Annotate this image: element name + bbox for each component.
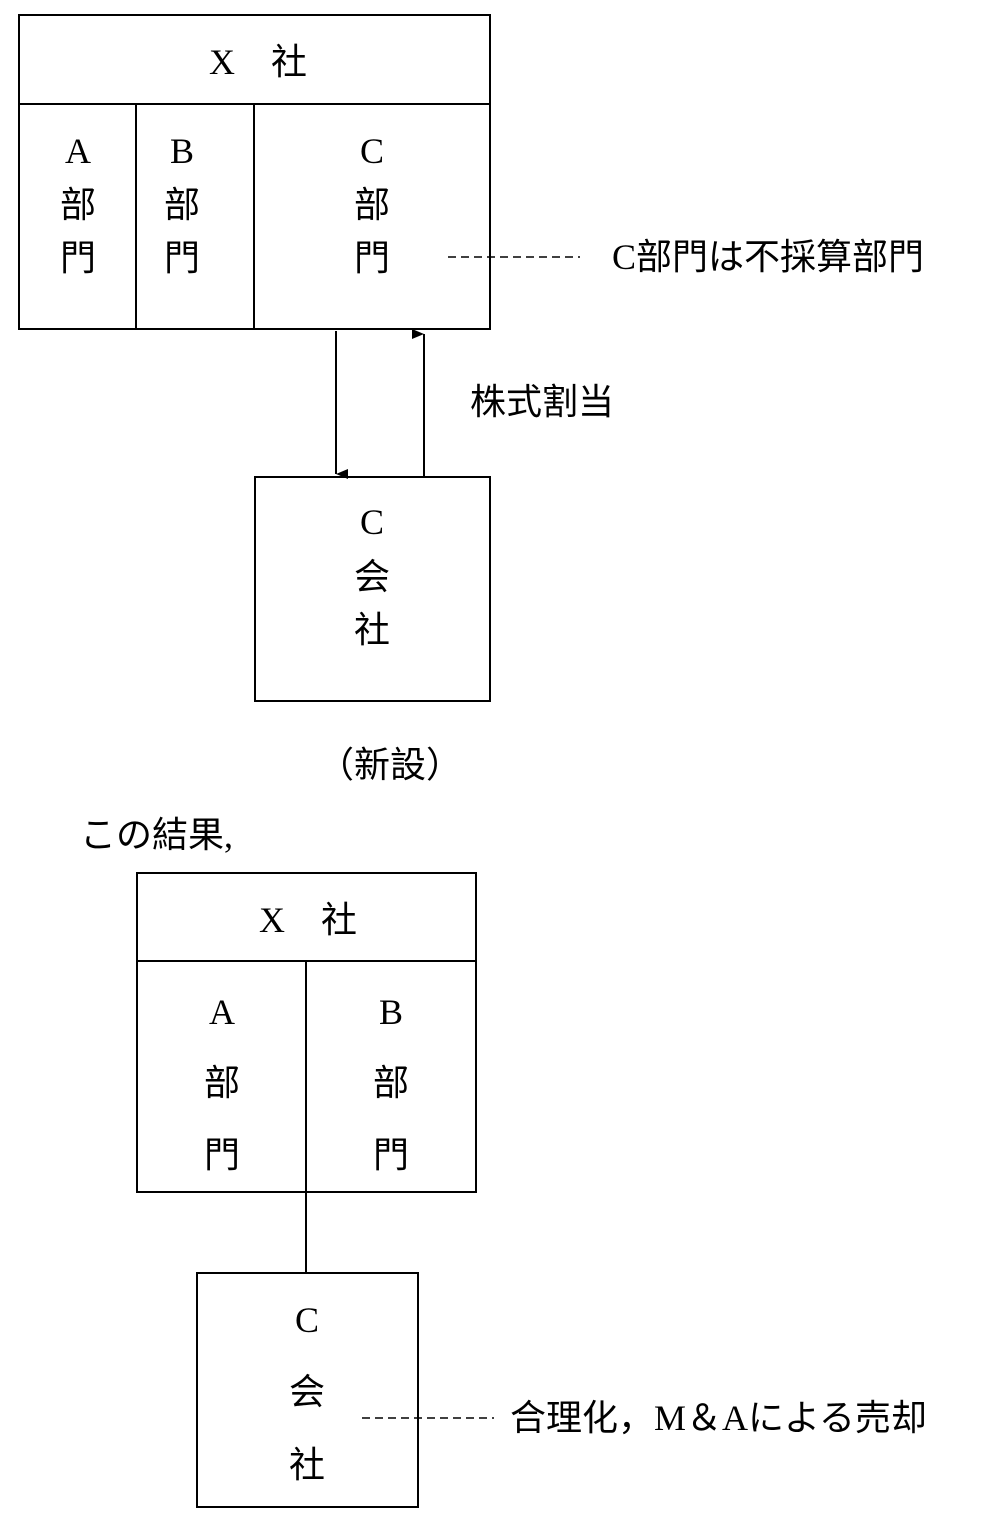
c-company-char: 社 [353,610,391,650]
dept-c-char: 門 [353,238,391,278]
dept-b-char-after: 部 [372,1063,410,1103]
dept-a-char: 部 [59,185,97,225]
dept-b-char: 部 [163,185,201,225]
dept-a-letter: A [65,131,91,171]
dept-divider-1 [135,103,137,330]
dept-c-char: 部 [353,185,391,225]
c-company-char: C [359,502,385,542]
dept-b-letter-after: B [378,992,404,1032]
dept-b-char-after: 門 [372,1135,410,1175]
c-company-char: 会 [353,557,391,597]
result-label: この結果, [80,815,234,855]
dept-a-char: 門 [59,238,97,278]
dept-divider-after [305,960,307,1193]
newly-established-label: （新設） [317,745,463,785]
dept-b-char: 門 [163,238,201,278]
rationalization-note: 合理化，M＆Aによる売却 [510,1398,927,1438]
x-company-title: X 社 [209,42,307,82]
dept-divider-2 [253,103,255,330]
dept-a-char-after: 部 [203,1063,241,1103]
dept-a-char-after: 門 [203,1135,241,1175]
x-company-title-after: X 社 [259,900,357,940]
dept-b-letter: B [169,131,195,171]
dept-a-letter-after: A [209,992,235,1032]
c-company-sub-char: 会 [288,1372,326,1412]
c-company-sub-char: 社 [288,1445,326,1485]
dept-c-letter: C [359,131,385,171]
share-allotment-label: 株式割当 [470,382,615,422]
c-company-subsidiary-box [196,1272,419,1508]
c-company-new-box [254,476,491,702]
unprofitable-note: C部門は不採算部門 [612,237,925,277]
c-company-sub-char: C [294,1300,320,1340]
